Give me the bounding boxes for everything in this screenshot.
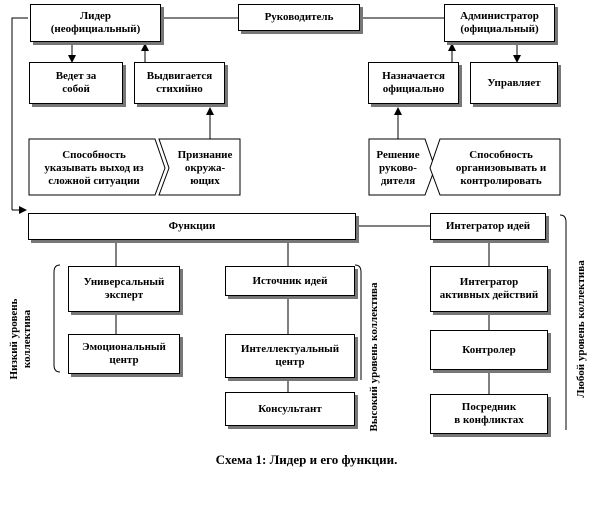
leads-label: Ведет за собой (55, 70, 97, 95)
source-ideas-label: Источник идей (252, 274, 328, 287)
universal-expert-box: Универсальный эксперт (68, 266, 180, 312)
integrator-actions-label: Интегратор активных действий (439, 276, 539, 301)
integrator-ideas-box: Интегратор идей (430, 213, 546, 240)
manager-label: Руководитель (264, 11, 334, 23)
intellectual-center-label: Интеллектуальный центр (240, 343, 340, 368)
integrator-actions-box: Интегратор активных действий (430, 266, 548, 312)
emotional-center-label: Эмоциональный центр (82, 341, 166, 366)
functions-box: Функции (28, 213, 356, 240)
ability-exit-label: Способность указывать выход из сложной с… (44, 148, 144, 187)
figure-caption: Схема 1: Лидер и его функции. (215, 452, 398, 467)
decision-shape (368, 138, 436, 196)
nominated-box: Выдвигается стихийно (134, 62, 225, 104)
appointed-label: Назначается официально (382, 70, 445, 95)
decision-label: Решение руково- дителя (376, 148, 420, 187)
leader-label: Лидер (неофициальный) (50, 10, 141, 35)
consultant-label: Консультант (258, 402, 322, 415)
intellectual-center-box: Интеллектуальный центр (225, 334, 355, 378)
manages-label: Управляет (487, 76, 541, 89)
mediator-label: Посредник в конфликтах (454, 401, 524, 426)
emotional-center-box: Эмоциональный центр (68, 334, 180, 374)
manager-box: Руководитель (238, 4, 360, 31)
mediator-box: Посредник в конфликтах (430, 394, 548, 434)
consultant-box: Консультант (225, 392, 355, 426)
administrator-label: Администратор (официальный) (460, 10, 539, 35)
universal-expert-label: Универсальный эксперт (83, 276, 165, 301)
ability-exit-shape (28, 138, 166, 196)
leader-box: Лидер (неофициальный) (30, 4, 161, 42)
low-level-label: Низкий уровень коллектива (8, 298, 33, 380)
source-ideas-box: Источник идей (225, 266, 355, 296)
ability-organize-shape (429, 138, 561, 196)
controller-box: Контролер (430, 330, 548, 370)
recognition-label: Признание окружа- ющих (177, 148, 233, 187)
nominated-label: Выдвигается стихийно (146, 70, 213, 95)
leads-box: Ведет за собой (29, 62, 123, 104)
integrator-ideas-label: Интегратор идей (445, 220, 531, 232)
recognition-shape (158, 138, 241, 196)
functions-label: Функции (168, 220, 216, 232)
high-level-label: Высокий уровень коллектива (368, 282, 380, 432)
appointed-box: Назначается официально (368, 62, 459, 104)
any-level-label: Любой уровень коллектива (575, 260, 587, 398)
ability-organize-label: Способность организовывать и контролиров… (455, 148, 547, 187)
administrator-box: Администратор (официальный) (444, 4, 555, 42)
manages-box: Управляет (470, 62, 558, 104)
controller-label: Контролер (462, 343, 516, 356)
